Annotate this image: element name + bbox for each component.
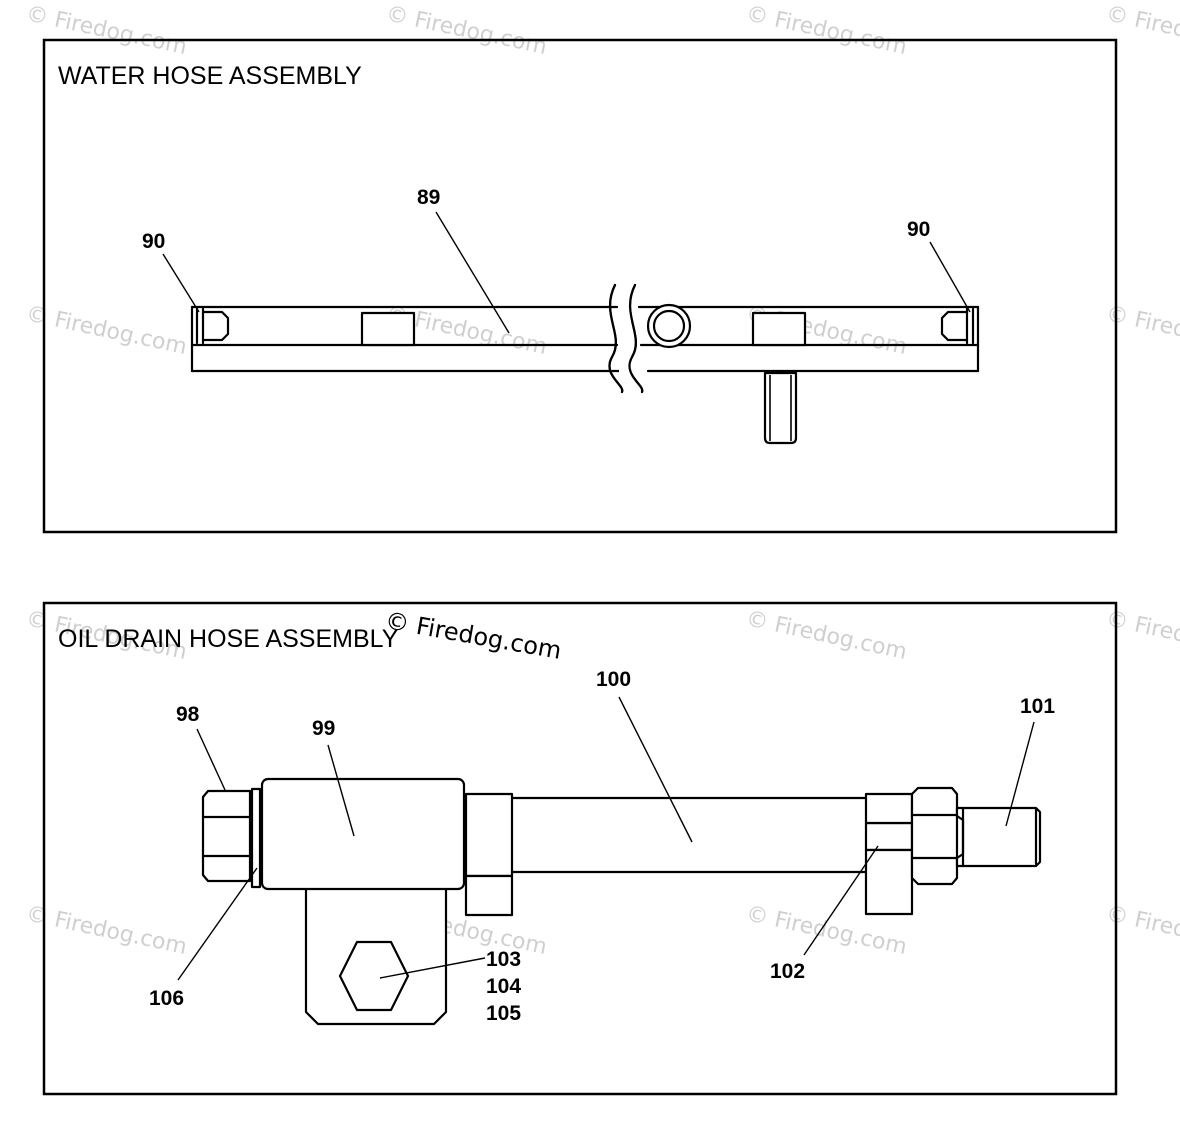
washer-106 (250, 787, 262, 889)
callout-100: 100 (596, 668, 631, 691)
nozzle-101 (955, 806, 1042, 868)
callout-101: 101 (1020, 695, 1055, 718)
water-hose-assembly-panel: WATER HOSE ASSEMBLY (42, 38, 1118, 534)
callout-106: 106 (149, 987, 184, 1010)
clip-right (751, 311, 807, 347)
leader-89 (435, 211, 510, 334)
ring-fitting (646, 303, 692, 349)
hose-stud (763, 371, 798, 445)
hex-nut-98 (201, 789, 252, 883)
panel-frame (42, 38, 1118, 534)
coupling-sleeve (464, 792, 514, 917)
leader-102 (803, 845, 879, 956)
callout-98: 98 (176, 703, 200, 726)
leader-99 (327, 744, 355, 837)
leader-90-right (929, 241, 971, 313)
clip-left (360, 311, 416, 347)
panel-frame (42, 601, 1118, 1096)
callout-103: 103 (486, 948, 521, 971)
end-cap-right-90 (940, 307, 975, 345)
hex-nut-right (910, 786, 959, 886)
hex-part-103-105 (338, 940, 410, 1012)
callout-102: 102 (770, 960, 805, 983)
leader-100 (618, 696, 693, 843)
callout-89: 89 (417, 186, 440, 209)
callout-90-left: 90 (142, 230, 165, 253)
callout-105: 105 (486, 1002, 521, 1025)
end-cap-left-90 (195, 307, 230, 345)
callout-90-right: 90 (907, 218, 930, 241)
leader-98 (196, 728, 226, 791)
fitting-body-99 (260, 777, 466, 891)
oil-drain-hose-assembly-panel: OIL DRAIN HOSE ASSEMBLY (42, 601, 1118, 1096)
leader-103 (379, 957, 486, 979)
leader-101 (1005, 721, 1035, 827)
callout-104: 104 (486, 975, 521, 998)
panel-title: OIL DRAIN HOSE ASSEMBLY (58, 625, 399, 653)
callout-99: 99 (312, 717, 335, 740)
leader-90-left (162, 253, 200, 313)
clamp-102 (864, 792, 914, 916)
oil-hose-part-100 (510, 796, 868, 874)
leader-106 (177, 867, 258, 981)
panel-title: WATER HOSE ASSEMBLY (58, 62, 362, 90)
